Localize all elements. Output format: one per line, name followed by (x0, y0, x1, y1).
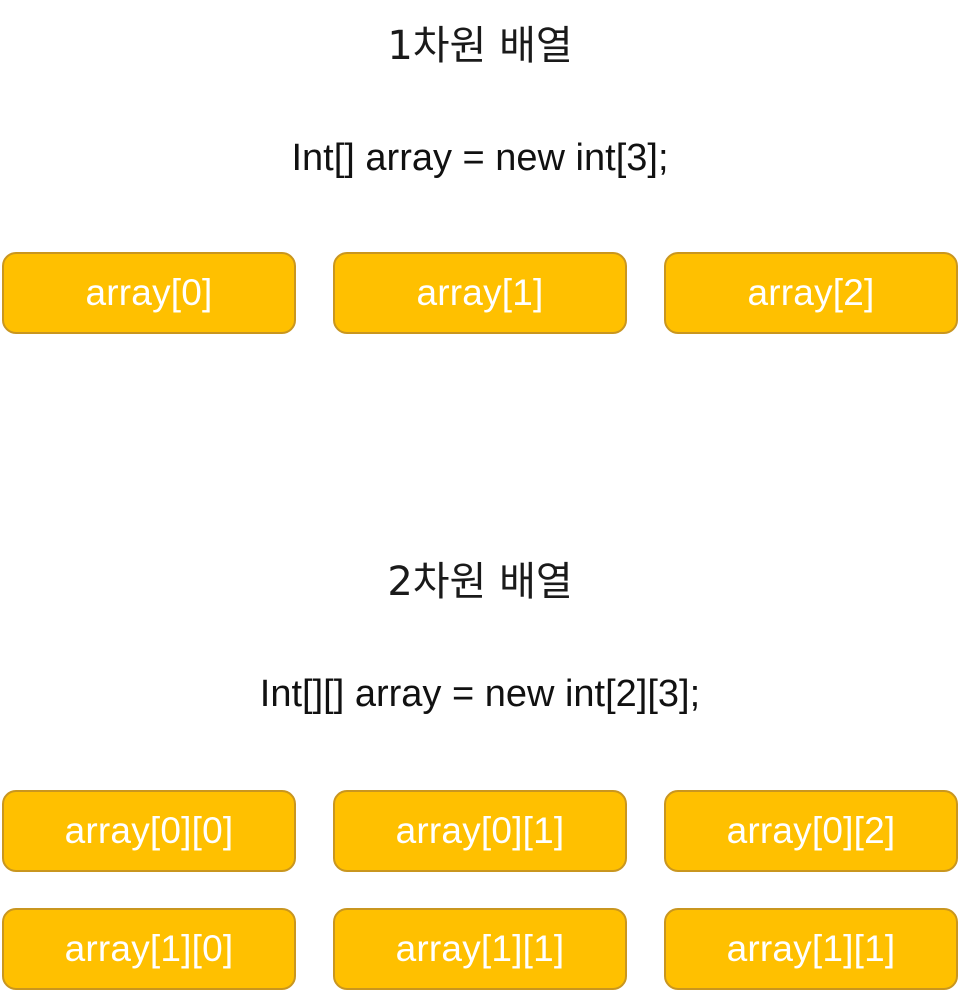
array-1d-cell-2: array[2] (664, 252, 958, 334)
array-1d-cell-0: array[0] (2, 252, 296, 334)
section-2d-title: 2차원 배열 (387, 559, 573, 605)
section-1d-title: 1차원 배열 (387, 23, 573, 69)
array-2d-cell-0-1: array[0][1] (333, 790, 627, 872)
section-2d-code: Int[][] array = new int[2][3]; (259, 673, 701, 715)
array-1d-cell-1: array[1] (333, 252, 627, 334)
array-2d-cell-1-2: array[1][1] (664, 908, 958, 990)
section-1d-code: Int[] array = new int[3]; (291, 137, 669, 179)
array-2d-cell-0-2: array[0][2] (664, 790, 958, 872)
array-2d-cell-1-0: array[1][0] (2, 908, 296, 990)
array-2d-cell-1-1: array[1][1] (333, 908, 627, 990)
array-2d-cell-0-0: array[0][0] (2, 790, 296, 872)
